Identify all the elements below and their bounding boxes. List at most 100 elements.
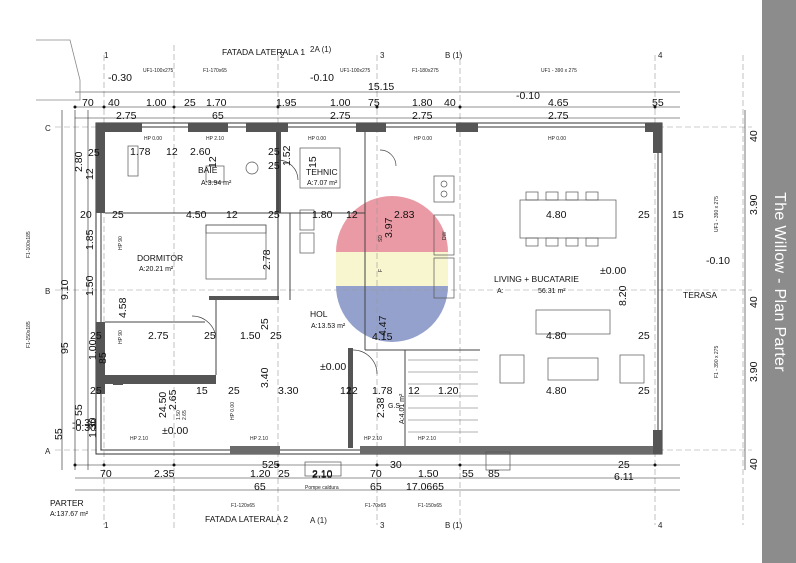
- dim: 2.78: [261, 249, 273, 270]
- dim: 40: [108, 97, 120, 109]
- right-dims: 40 3.90 40 3.90 40: [748, 130, 760, 470]
- dim: 1.85: [84, 229, 96, 250]
- window-tag: F1-150x185: [26, 321, 32, 348]
- dim: 1.50: [418, 468, 439, 480]
- axis-b1-bottom: B (1): [445, 521, 463, 530]
- dim: 12: [340, 385, 352, 397]
- parter-name: PARTER: [50, 498, 84, 508]
- hp-tag: HP 0.00: [548, 136, 566, 142]
- sofa: [535, 309, 611, 335]
- room-baie-area: A:3.94 m²: [201, 180, 232, 187]
- dim: 6.11: [614, 471, 634, 483]
- dim: 8.20: [617, 285, 629, 306]
- dim: 40: [748, 296, 760, 308]
- hp-tag: HP 2.10: [250, 436, 268, 442]
- dim: 30: [390, 459, 402, 471]
- dim: 25: [90, 385, 102, 397]
- hp-tag: HP 0.00: [230, 402, 236, 420]
- dim: 1.95: [276, 97, 297, 109]
- dim: 2.75: [412, 110, 433, 122]
- dim: 55: [462, 468, 474, 480]
- fridge-tag: F: [378, 269, 384, 272]
- axis-a: A: [45, 447, 51, 456]
- dim: 25: [638, 385, 650, 397]
- room-hol-name: HOL: [310, 309, 328, 319]
- dim: 4.80: [546, 209, 567, 221]
- dim: 1.80: [412, 97, 433, 109]
- left-dims: 2.80 12 25 20 1.85 1.50 4.58 9.10 25 1.0…: [53, 147, 129, 440]
- dim: 25: [268, 146, 280, 158]
- dim: 25: [90, 330, 102, 342]
- floor-plan-drawing: C B A 1 1 2 3 3 B (1) B (1) 4 4 2A (1) A…: [26, 39, 760, 530]
- hp-tag: HP 0.00: [144, 136, 162, 142]
- axis-3: 3: [380, 51, 385, 60]
- hp-tag: HP 2.10: [206, 136, 224, 142]
- watermark-logo: [336, 196, 448, 342]
- window-tag: F1-180x275: [412, 68, 439, 74]
- level-mark: -0.10: [310, 72, 334, 84]
- dim: 1.78: [130, 146, 151, 158]
- dim: 65: [254, 481, 266, 493]
- dim: 40: [748, 458, 760, 470]
- hp-tag: HP 2.10: [130, 436, 148, 442]
- dim: 4.58: [117, 297, 129, 318]
- dim: 25: [184, 97, 196, 109]
- dim: 25: [638, 209, 650, 221]
- dim: 25: [88, 147, 100, 159]
- dim: 25: [112, 209, 124, 221]
- dim: 55: [53, 428, 65, 440]
- room-living-name: LIVING + BUCATARIE: [494, 274, 579, 284]
- dim: 4.65: [548, 97, 569, 109]
- hp-tag: HP 0.00: [308, 136, 326, 142]
- axis-2: 2: [280, 51, 285, 60]
- room-gs-name: G.S.: [388, 403, 402, 410]
- dim: 2.60: [190, 146, 211, 158]
- room-terasa-name: TERASA: [683, 290, 717, 300]
- axis-a1: A (1): [310, 516, 327, 525]
- axis-2a1: 2A (1): [310, 45, 332, 54]
- axis-4-bottom: 4: [658, 521, 663, 530]
- window-tag: F1-70x65: [365, 503, 386, 509]
- room-tehnic-area: A:7.07 m²: [307, 180, 338, 187]
- level-mark: -0.10: [706, 255, 730, 267]
- axis-4: 4: [658, 51, 663, 60]
- dim: 12: [226, 209, 238, 221]
- dim: 2.65: [182, 410, 188, 420]
- level-mark: -0.30: [108, 72, 132, 84]
- window-tag: F1-150x65: [418, 503, 442, 509]
- hp-tag: HP 90: [118, 330, 124, 344]
- door-swings: [191, 149, 397, 375]
- dim: 12: [84, 168, 96, 180]
- dim: 2.35: [154, 468, 175, 480]
- dim: 65: [212, 110, 224, 122]
- dim: 15: [196, 385, 208, 397]
- dim: 3.30: [278, 385, 299, 397]
- dim: 12: [346, 209, 358, 221]
- furniture: [127, 145, 645, 477]
- dim-overall-top: 15.15: [368, 81, 394, 93]
- dim: 2.75: [330, 110, 351, 122]
- dim: 2.83: [394, 209, 415, 221]
- dim: 1.30: [87, 417, 99, 438]
- dim: 9.10: [59, 279, 71, 300]
- dim: 55: [73, 404, 85, 416]
- room-hol-area: A:13.53 m²: [311, 323, 346, 330]
- dim: 3.40: [259, 367, 271, 388]
- hp-tag: HP 0.00: [414, 136, 432, 142]
- facade-top-label: FATADA LATERALA 1: [222, 47, 305, 57]
- dim: 25: [268, 160, 280, 172]
- axis-3-bottom: 3: [380, 521, 385, 530]
- dim: 3.97: [383, 217, 395, 238]
- top-dims-row1: 70 40 1.00 25 1.70 1.95 1.00 75 1.80 40 …: [82, 97, 664, 109]
- dim: 3.90: [748, 194, 760, 215]
- dim: 75: [368, 97, 380, 109]
- dishwasher-tag: DW: [442, 231, 448, 240]
- hp-tag: HP 90: [118, 236, 124, 250]
- dim: 525: [262, 459, 280, 471]
- dim: 3.90: [748, 361, 760, 382]
- level-mark: ±0.00: [600, 265, 626, 277]
- dim: 25: [278, 468, 290, 480]
- sd-tag: SD: [378, 235, 384, 242]
- dim: 70: [100, 468, 112, 480]
- level-mark: ±0.00: [320, 361, 346, 373]
